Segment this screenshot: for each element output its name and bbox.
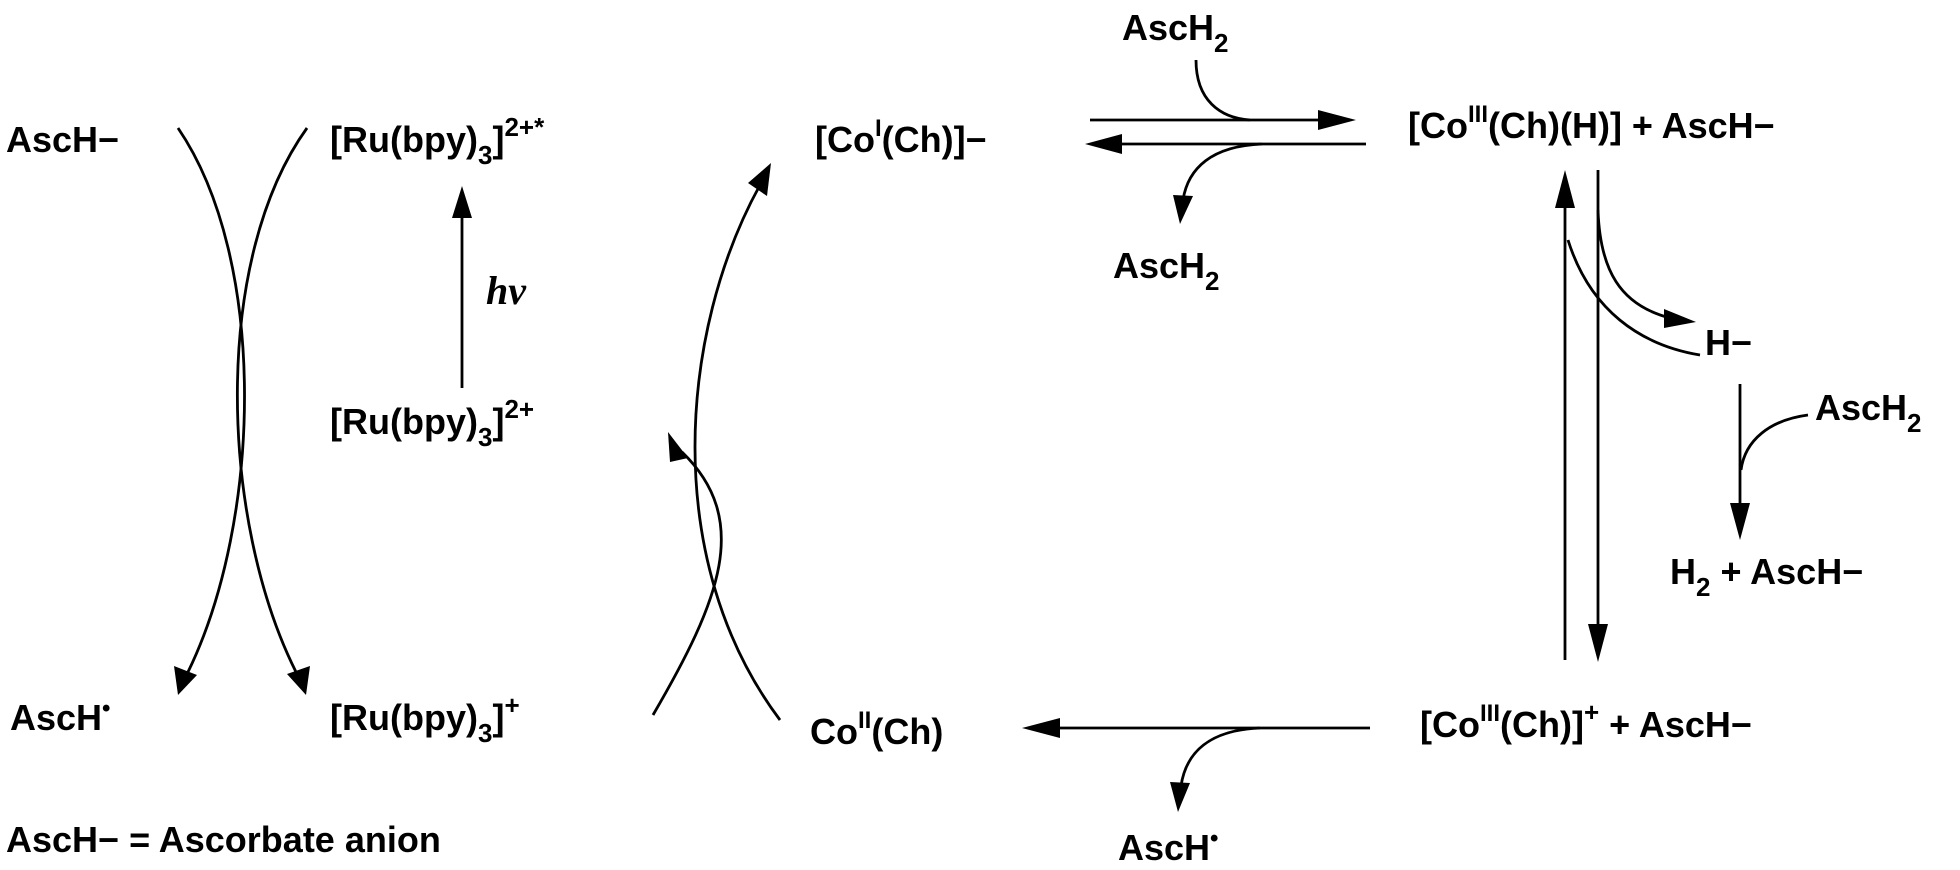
arrow-asch-radical-out xyxy=(1179,726,1261,787)
svg-text:[CoIII(Ch)]+ + AscH−: [CoIII(Ch)]+ + AscH− xyxy=(1420,697,1752,745)
label-asch-radical-left: AscH• xyxy=(10,695,110,738)
arrowhead-co2 xyxy=(1022,718,1060,738)
arrowhead-asch2-out xyxy=(1173,195,1193,224)
label-ru-excited: [Ru(bpy)3]2+* xyxy=(330,112,545,170)
svg-text:AscH− = Ascorbate anion: AscH− = Ascorbate anion xyxy=(6,819,441,860)
arrow-asch2-in-top xyxy=(1194,59,1251,122)
svg-text:AscH2: AscH2 xyxy=(1815,387,1922,438)
label-asch2-top: AscH2 xyxy=(1122,7,1229,58)
label-asch2-right: AscH2 xyxy=(1815,387,1922,438)
arrow-ru-excited-to-reduced xyxy=(236,127,309,673)
arrow-hydride-in xyxy=(1566,239,1701,357)
arrowhead-asch-radical-bottom xyxy=(1170,782,1190,812)
label-ru-ground: [Ru(bpy)3]2+ xyxy=(330,394,534,452)
arrow-asch-to-radical xyxy=(176,127,246,673)
arrowhead-h2 xyxy=(1730,503,1750,540)
svg-text:AscH•: AscH• xyxy=(10,695,110,738)
svg-text:H−: H− xyxy=(1705,322,1752,363)
label-co2: CoII(Ch) xyxy=(810,707,943,752)
label-co3: [CoIII(Ch)]+ + AscH− xyxy=(1420,697,1752,745)
label-ru-reduced: [Ru(bpy)3]+ xyxy=(330,690,520,748)
arrow-asch2-out-top xyxy=(1181,142,1263,201)
arrowhead-eq-forward xyxy=(1318,110,1356,130)
label-definition: AscH− = Ascorbate anion xyxy=(6,819,441,860)
label-co3-hydride: [CoIII(Ch)(H)] + AscH− xyxy=(1408,101,1775,146)
arrowhead-vertical-down xyxy=(1588,624,1608,662)
svg-text:CoII(Ch): CoII(Ch) xyxy=(810,707,943,752)
svg-text:hν: hν xyxy=(486,268,527,313)
svg-text:AscH2: AscH2 xyxy=(1122,7,1229,58)
svg-text:[Ru(bpy)3]2+: [Ru(bpy)3]2+ xyxy=(330,394,534,452)
svg-text:H2 + AscH−: H2 + AscH− xyxy=(1670,551,1863,602)
arrowhead-light xyxy=(452,186,472,218)
arrow-ru-reduced-to-ground xyxy=(651,450,723,716)
arrowhead-ru-reduced xyxy=(287,666,310,695)
arrowhead-hydride-out xyxy=(1664,309,1696,328)
svg-text:AscH•: AscH• xyxy=(1118,825,1218,868)
svg-text:[Ru(bpy)3]+: [Ru(bpy)3]+ xyxy=(330,690,520,748)
arrowhead-vertical-up xyxy=(1555,170,1575,208)
arrowhead-eq-backward xyxy=(1085,134,1122,154)
arrowhead-ru-ground xyxy=(668,432,688,462)
svg-text:[CoIII(Ch)(H)] + AscH−: [CoIII(Ch)(H)] + AscH− xyxy=(1408,101,1775,146)
arrow-co2-to-co1 xyxy=(693,184,782,721)
arrow-hydride-out xyxy=(1596,209,1671,320)
label-co1: [CoI(Ch)]− xyxy=(815,115,987,160)
svg-text:AscH−: AscH− xyxy=(6,119,119,160)
svg-text:[Ru(bpy)3]2+*: [Ru(bpy)3]2+* xyxy=(330,112,545,170)
label-asch-radical-bottom: AscH• xyxy=(1118,825,1218,868)
arrowhead-asch-radical xyxy=(174,666,197,695)
label-hydride: H− xyxy=(1705,322,1752,363)
label-h2-product: H2 + AscH− xyxy=(1670,551,1863,602)
arrowhead-co1 xyxy=(748,163,771,196)
arrow-asch2-in-right xyxy=(1739,413,1809,471)
label-asch2-top-out: AscH2 xyxy=(1113,245,1220,296)
svg-text:AscH2: AscH2 xyxy=(1113,245,1220,296)
label-asch-minus-left: AscH− xyxy=(6,119,119,160)
label-light: hν xyxy=(486,268,527,313)
svg-text:[CoI(Ch)]−: [CoI(Ch)]− xyxy=(815,115,987,160)
